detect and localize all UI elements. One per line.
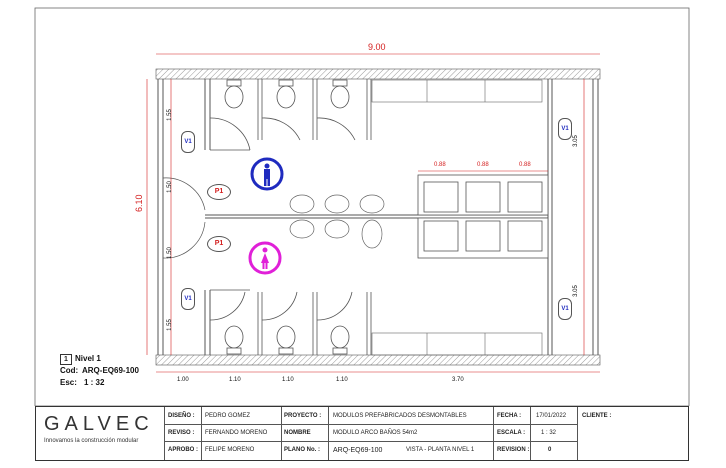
left-dim-1: 1.55 bbox=[166, 109, 173, 121]
cliente-label: CLIENTE : bbox=[582, 413, 612, 419]
diseno-label: DISEÑO : bbox=[168, 413, 195, 419]
left-dim-2: 1.50 bbox=[166, 181, 173, 193]
revision-value: 0 bbox=[548, 447, 552, 453]
plano-label: PLANO No. : bbox=[284, 447, 320, 453]
urinal-dim-1: 0.88 bbox=[434, 162, 446, 168]
sheet-border bbox=[34, 7, 690, 406]
right-dim-2: 3.05 bbox=[572, 285, 579, 297]
code-label: Cod: bbox=[60, 366, 79, 375]
fecha-label: FECHA : bbox=[497, 413, 522, 419]
diseno-value: PEDRO GOMEZ bbox=[205, 413, 251, 419]
door-tag-1: P1 bbox=[207, 184, 231, 200]
urinal-dim-2: 0.88 bbox=[477, 162, 489, 168]
window-tag-3: V1 bbox=[558, 118, 572, 140]
floor-plan-drawing bbox=[34, 7, 690, 406]
aprobo-label: APROBO : bbox=[168, 447, 198, 453]
bottom-dim-4: 1.10 bbox=[336, 377, 348, 383]
left-dim-3: 1.50 bbox=[166, 247, 173, 259]
escala-label: ESCALA : bbox=[497, 430, 526, 436]
entry-doors bbox=[162, 177, 206, 259]
bottom-dim-1: 1.00 bbox=[177, 377, 189, 383]
logo-tagline: Innovamos la construcción modular bbox=[44, 438, 139, 444]
overall-height-dim: 6.10 bbox=[134, 194, 144, 212]
fecha-value: 17/01/2022 bbox=[536, 413, 567, 419]
bottom-dim-3: 1.10 bbox=[282, 377, 294, 383]
right-dim-1: 3.05 bbox=[572, 135, 579, 147]
window-tag-1: V1 bbox=[181, 131, 195, 153]
nombre-value: MODULO ARCO BAÑOS 54m2 bbox=[333, 430, 418, 436]
level-name: Nivel 1 bbox=[75, 354, 101, 363]
overall-width-dim: 9.00 bbox=[368, 42, 386, 52]
reviso-value: FERNANDO MORENO bbox=[205, 430, 268, 436]
left-dim-4: 1.55 bbox=[166, 319, 173, 331]
code-value: ARQ-EQ69-100 bbox=[82, 366, 139, 375]
top-toilets bbox=[224, 79, 350, 109]
scale-label: Esc: bbox=[60, 378, 77, 387]
logo-name: GALVEC bbox=[44, 413, 154, 435]
benches bbox=[371, 79, 543, 356]
vista-value: VISTA - PLANTA NIVEL 1 bbox=[406, 447, 475, 453]
bottom-stalls bbox=[209, 289, 372, 355]
door-tag-2: P1 bbox=[207, 236, 231, 252]
window-tag-4: V1 bbox=[558, 298, 572, 320]
proyecto-label: PROYECTO : bbox=[284, 413, 322, 419]
scale-value: 1 : 32 bbox=[84, 378, 105, 387]
dimension-lines bbox=[146, 53, 600, 373]
nombre-label: NOMBRE bbox=[284, 430, 311, 436]
revision-label: REVISION : bbox=[497, 447, 530, 453]
urinal-dim-3: 0.88 bbox=[519, 162, 531, 168]
escala-value: 1 : 32 bbox=[541, 430, 557, 436]
sinks bbox=[289, 194, 385, 249]
top-wall bbox=[155, 68, 601, 80]
aprobo-value: FELIPE MORENO bbox=[205, 447, 255, 453]
top-stalls bbox=[209, 79, 372, 151]
bottom-toilets bbox=[224, 325, 350, 355]
proyecto-value: MODULOS PREFABRICADOS DESMONTABLES bbox=[333, 413, 467, 419]
walls bbox=[157, 79, 599, 355]
bottom-wall bbox=[155, 354, 601, 366]
title-block: GALVEC Innovamos la construcción modular… bbox=[35, 406, 689, 461]
window-tag-2: V1 bbox=[181, 288, 195, 310]
level-box: 1 bbox=[60, 354, 72, 365]
bottom-dim-2: 1.10 bbox=[229, 377, 241, 383]
urinals bbox=[417, 174, 549, 259]
galvec-logo: GALVEC Innovamos la construcción modular bbox=[44, 413, 166, 457]
plano-value: ARQ-EQ69-100 bbox=[333, 447, 383, 454]
bottom-dim-5: 3.70 bbox=[452, 377, 464, 383]
reviso-label: REVISO : bbox=[168, 430, 195, 436]
